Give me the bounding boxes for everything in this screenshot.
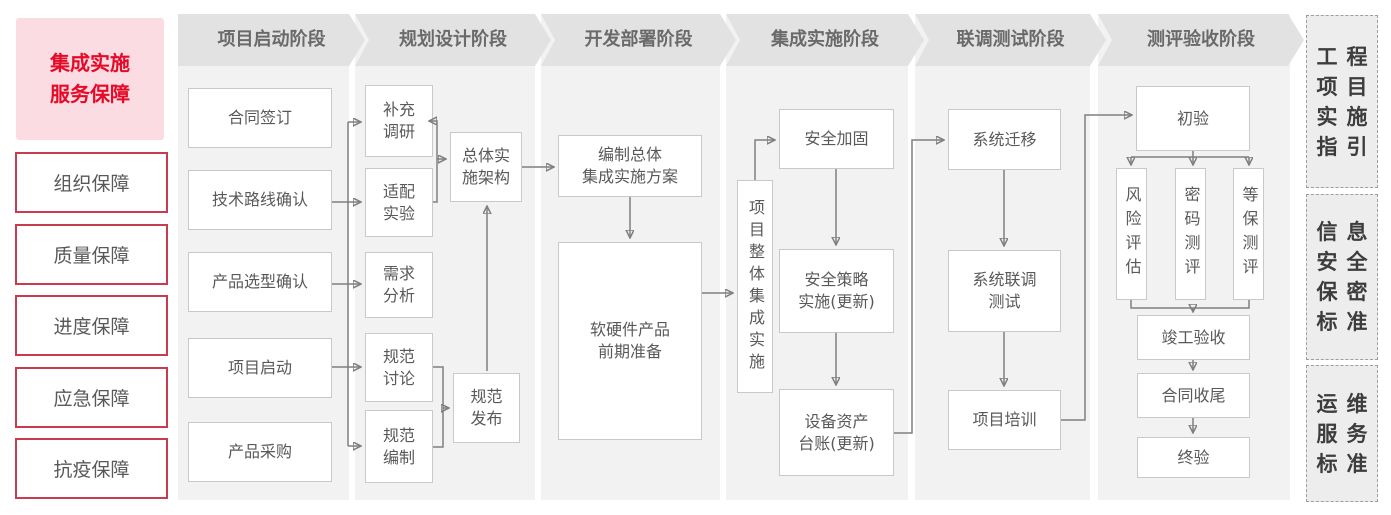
phase-header-development: 开发部署阶段 bbox=[541, 14, 736, 66]
node-spec-discussion: 规范 讨论 bbox=[365, 333, 433, 402]
sidebar-item-quality-guarantee: 质量保障 bbox=[15, 224, 168, 285]
node-project-kickoff: 项目启动 bbox=[188, 338, 332, 398]
phase-header-planning: 规划设计阶段 bbox=[355, 14, 551, 66]
standard-box-label: 运维 服务 标准 bbox=[1316, 391, 1377, 476]
node-hw-sw-preparation: 软硬件产品 前期准备 bbox=[558, 242, 702, 440]
standard-box-engineering-guide: 工程 项目 实施 指引 bbox=[1306, 15, 1378, 188]
phase-header-integration: 集成实施阶段 bbox=[726, 14, 924, 66]
sidebar-item-schedule-guarantee: 进度保障 bbox=[15, 295, 168, 356]
node-asset-ledger-update: 设备资产 台账(更新) bbox=[779, 389, 894, 476]
node-contract-closure: 合同收尾 bbox=[1137, 373, 1250, 418]
sidebar-item-epidemic-guarantee: 抗疫保障 bbox=[15, 438, 168, 499]
phase-header-acceptance: 测评验收阶段 bbox=[1098, 14, 1304, 66]
node-spec-drafting: 规范 编制 bbox=[365, 410, 433, 483]
node-tech-route-confirm: 技术路线确认 bbox=[188, 170, 332, 230]
standard-box-infosec-standard: 信息 安全 保密 标准 bbox=[1306, 194, 1378, 360]
node-completion-acceptance: 竣工验收 bbox=[1137, 315, 1250, 360]
node-contract-signing: 合同签订 bbox=[188, 88, 332, 148]
sidebar-item-emergency-guarantee: 应急保障 bbox=[15, 367, 168, 428]
node-risk-assessment: 风险评估 bbox=[1116, 168, 1147, 300]
node-crypto-evaluation: 密码测评 bbox=[1175, 168, 1206, 300]
sidebar-item-organization-guarantee: 组织保障 bbox=[15, 152, 168, 213]
node-overall-integration-plan: 编制总体 集成实施方案 bbox=[558, 135, 702, 197]
node-system-migration: 系统迁移 bbox=[948, 109, 1061, 170]
node-product-procurement: 产品采购 bbox=[188, 422, 332, 482]
node-project-overall-integration: 项目整体集成实施 bbox=[737, 180, 773, 393]
standard-box-label: 信息 安全 保密 标准 bbox=[1316, 220, 1377, 334]
diagram-title: 集成实施 服务保障 bbox=[16, 18, 164, 140]
node-adaptation-test: 适配 实验 bbox=[365, 168, 433, 237]
node-product-selection-confirm: 产品选型确认 bbox=[188, 252, 332, 312]
node-system-joint-debugging: 系统联调 测试 bbox=[948, 250, 1061, 332]
node-final-acceptance: 终验 bbox=[1137, 437, 1250, 478]
standard-box-ops-service-standard: 运维 服务 标准 bbox=[1306, 365, 1378, 502]
node-mlps-evaluation: 等保测评 bbox=[1233, 168, 1264, 300]
phase-header-kickoff: 项目启动阶段 bbox=[178, 14, 365, 66]
node-spec-release: 规范 发布 bbox=[453, 373, 520, 443]
node-overall-implementation-architecture: 总体实 施架构 bbox=[450, 132, 522, 202]
node-requirement-analysis: 需求 分析 bbox=[365, 252, 433, 318]
node-security-hardening: 安全加固 bbox=[779, 109, 894, 169]
node-project-training: 项目培训 bbox=[948, 390, 1061, 450]
phase-header-testing: 联调测试阶段 bbox=[915, 14, 1106, 66]
node-supplementary-research: 补充 调研 bbox=[365, 85, 433, 157]
standard-box-label: 工程 项目 实施 指引 bbox=[1316, 44, 1377, 159]
node-security-policy-update: 安全策略 实施(更新) bbox=[779, 249, 894, 333]
node-preliminary-acceptance: 初验 bbox=[1136, 86, 1250, 151]
